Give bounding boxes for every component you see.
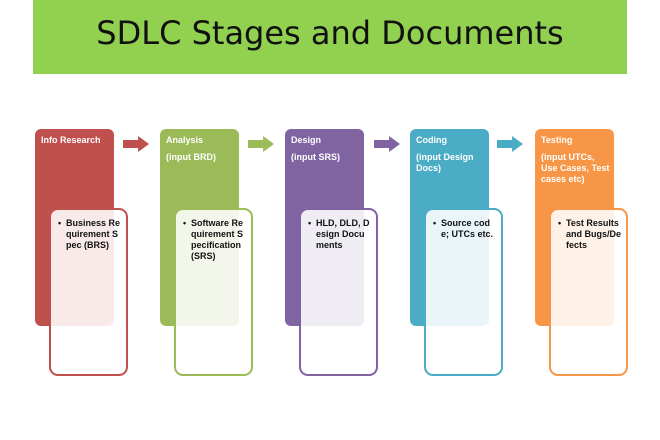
- stage-title: Coding: [416, 135, 447, 145]
- doc-text: Test Results and Bugs/Defects: [566, 218, 622, 250]
- title-banner: SDLC Stages and Documents: [33, 0, 627, 74]
- stage-input: (input SRS): [291, 152, 340, 162]
- doc-text: Source code; UTCs etc.: [441, 218, 494, 239]
- stage-title: Testing: [541, 135, 573, 145]
- doc-card-analysis: • Software Requirement Specification (SR…: [174, 208, 253, 376]
- bullet-icon: •: [308, 218, 312, 228]
- doc-item: • HLD, DLD, Design Documents: [308, 218, 372, 251]
- bullet-icon: •: [433, 218, 437, 228]
- doc-text: Software Requirement Specification (SRS): [191, 218, 244, 261]
- doc-card-testing: • Test Results and Bugs/Defects: [549, 208, 628, 376]
- bullet-icon: •: [58, 218, 62, 228]
- page-title: SDLC Stages and Documents: [96, 14, 564, 52]
- stage-input: (input BRD): [166, 152, 216, 162]
- doc-card-coding: • Source code; UTCs etc.: [424, 208, 503, 376]
- stage-input: (input UTCs, Use Cases, Test cases etc): [541, 152, 610, 184]
- doc-item: • Test Results and Bugs/Defects: [558, 218, 622, 251]
- doc-item: • Source code; UTCs etc.: [433, 218, 497, 240]
- doc-item: • Software Requirement Specification (SR…: [183, 218, 247, 262]
- stage-title: Design: [291, 135, 322, 145]
- doc-text: Business Requirement Spec (BRS): [66, 218, 121, 250]
- stage-title: Analysis: [166, 135, 204, 145]
- stage-input: (input Design Docs): [416, 152, 474, 173]
- doc-card-info-research: • Business Requirement Spec (BRS): [49, 208, 128, 376]
- arrow-right-icon: [374, 136, 400, 152]
- bullet-icon: •: [558, 218, 562, 228]
- stage-title: Info Research: [41, 135, 101, 145]
- doc-card-design: • HLD, DLD, Design Documents: [299, 208, 378, 376]
- arrow-right-icon: [497, 136, 523, 152]
- doc-text: HLD, DLD, Design Documents: [316, 218, 370, 250]
- arrow-right-icon: [123, 136, 149, 152]
- arrow-right-icon: [248, 136, 274, 152]
- doc-item: • Business Requirement Spec (BRS): [58, 218, 122, 251]
- bullet-icon: •: [183, 218, 187, 228]
